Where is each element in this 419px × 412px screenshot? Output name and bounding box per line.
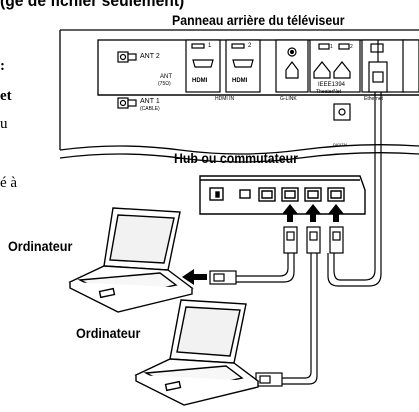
- left-text-line-1: :: [0, 58, 5, 74]
- hdmi-in-label: HDMI IN: [215, 96, 235, 102]
- theaternet-label: TheaterNet: [316, 89, 342, 95]
- ant-impedance: (75Ω): [158, 81, 171, 87]
- hub-cable-plugs: [283, 226, 344, 254]
- ant1-label: ANT 1: [140, 98, 160, 105]
- tv-back-panel-title: Panneau arrière du téléviseur: [172, 12, 345, 28]
- hdmi2-number: 2: [248, 43, 252, 49]
- ant2-label: ANT 2: [140, 53, 160, 60]
- computer-cable-plugs: [209, 270, 283, 387]
- digital-label: DIGITAL: [333, 142, 349, 147]
- left-text-line-3: u: [0, 116, 8, 132]
- ethernet-cables: [236, 40, 388, 385]
- ieee1394-label: IEEE1394: [318, 82, 346, 88]
- ieee1394-ports: [309, 39, 361, 93]
- laptop-1: [68, 207, 194, 313]
- ieee-port-2: 2: [350, 44, 353, 50]
- cut-heading: (ge de fichier seulement): [0, 0, 185, 10]
- glink-label: G-LINK: [280, 96, 297, 102]
- computer-1-label: Ordinateur: [8, 238, 73, 254]
- hdmi-ports: [185, 39, 261, 93]
- hub-input-arrows: [282, 204, 344, 222]
- hdmi2-logo: HDMI: [232, 78, 248, 84]
- glink-port: [275, 39, 309, 93]
- left-text-line-4: é à: [0, 175, 18, 191]
- digital-audio-port: [333, 103, 351, 121]
- hub-title: Hub ou commutateur: [174, 150, 298, 166]
- hub-device: [199, 175, 366, 215]
- ant1-sublabel: (CABLE): [140, 106, 160, 112]
- left-text-line-2: et: [0, 88, 12, 104]
- ant-label: ANT: [160, 74, 172, 80]
- computer-2-label: Ordinateur: [76, 325, 141, 341]
- laptop-2: [134, 299, 260, 406]
- ieee-port-1: 1: [330, 44, 333, 50]
- hdmi1-number: 1: [208, 43, 212, 49]
- ethernet-label: Ethernet: [364, 96, 383, 102]
- antenna-connectors: [117, 51, 137, 109]
- hdmi1-logo: HDMI: [192, 78, 208, 84]
